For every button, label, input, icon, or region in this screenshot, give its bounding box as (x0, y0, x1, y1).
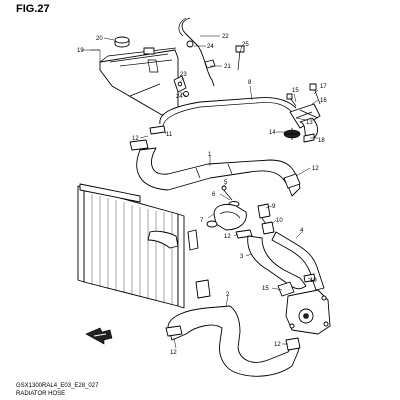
callout-1: 1 (208, 152, 212, 158)
thermostat-14[interactable] (283, 128, 301, 140)
clamp-11[interactable] (149, 125, 166, 135)
callout-4: 4 (300, 228, 304, 234)
callout-24-upper: 24 (207, 44, 214, 50)
clamp-15-lower[interactable] (277, 281, 295, 297)
figure-caption: RADIATOR HOSE (16, 391, 65, 397)
vent-hose-clamp[interactable] (183, 40, 194, 97)
callout-12-top: 12 (132, 136, 139, 142)
callout-11: 11 (166, 132, 173, 138)
clamp-12-lower[interactable] (165, 325, 301, 351)
callout-25: 25 (242, 42, 249, 48)
union-bolt-9[interactable] (257, 203, 271, 225)
callout-21: 21 (224, 64, 231, 70)
callout-24-lower: 24 (176, 94, 183, 100)
clamp-12-upper[interactable] (129, 139, 301, 189)
callout-6: 6 (212, 192, 216, 198)
water-pump-cover[interactable] (285, 289, 331, 335)
callout-2: 2 (226, 292, 230, 298)
reservoir-bracket[interactable] (173, 75, 187, 93)
bypass-pipe-5[interactable] (221, 185, 233, 201)
callout-3: 3 (240, 254, 244, 260)
bolt-16[interactable] (286, 93, 297, 107)
callout-15-lower: 15 (262, 286, 269, 292)
callout-22: 22 (222, 34, 229, 40)
callout-12-bottom-left: 12 (170, 350, 177, 356)
callout-5: 5 (224, 180, 228, 186)
tie-strap[interactable] (235, 45, 245, 71)
leader-lines (82, 35, 319, 349)
bypass-union-7[interactable] (213, 203, 247, 231)
front-direction-arrow (85, 327, 113, 345)
callout-12-mid: 12 (224, 234, 231, 240)
figure-code: GSX1300RAL4_E03_E28_027 (16, 383, 99, 389)
reservoir-outlet-hose[interactable] (159, 97, 297, 129)
union-bolt-10[interactable] (261, 221, 275, 235)
callout-labels: 19 20 22 24 21 23 24 25 8 11 15 17 16 13… (77, 34, 327, 356)
callout-18: 18 (318, 138, 325, 144)
clip-18[interactable] (303, 133, 315, 143)
callout-12-right: 12 (312, 166, 319, 172)
callout-10-lower: 10 (310, 278, 317, 284)
callout-16: 16 (320, 98, 327, 104)
reservoir-cap[interactable] (114, 36, 130, 48)
water-pump-inlet-hose[interactable] (247, 235, 307, 290)
callout-19: 19 (77, 48, 84, 54)
thermostat-cover[interactable] (289, 103, 321, 139)
callout-17: 17 (320, 84, 327, 90)
callout-10-upper: 10 (276, 218, 283, 224)
bolt-17[interactable] (309, 83, 321, 105)
figure-title: FIG.27 (16, 3, 50, 15)
callout-8: 8 (248, 80, 252, 86)
radiator-inlet-hose[interactable] (136, 147, 301, 197)
callout-23: 23 (180, 72, 187, 78)
clamp-10-lower[interactable] (303, 273, 316, 283)
reservoir-tank[interactable] (99, 47, 179, 116)
callout-13: 13 (306, 120, 313, 126)
callout-12-bottom-right: 12 (274, 342, 281, 348)
callout-9: 9 (272, 204, 276, 210)
callout-7: 7 (200, 218, 204, 224)
callout-15-upper: 15 (292, 88, 299, 94)
callout-20: 20 (96, 36, 103, 42)
radiator[interactable] (77, 183, 211, 309)
callout-14: 14 (269, 130, 276, 136)
union-o-ring[interactable] (206, 220, 218, 228)
